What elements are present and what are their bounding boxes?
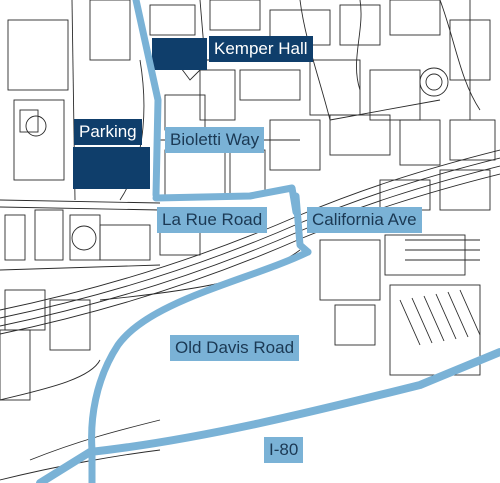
old-davis-road-label: Old Davis Road xyxy=(170,335,300,361)
parking-lot-fill xyxy=(73,147,150,189)
california-ave-label: California Ave xyxy=(307,207,422,233)
i80-route xyxy=(36,348,500,483)
bioletti-way-route xyxy=(132,0,162,199)
old-davis-road-route xyxy=(88,248,312,483)
highlighted-roads xyxy=(36,0,500,483)
la-rue-road-label: La Rue Road xyxy=(157,207,268,233)
i80-label: I-80 xyxy=(264,437,304,463)
bioletti-way-label: Bioletti Way xyxy=(165,127,265,153)
parking-label: Parking xyxy=(74,119,142,145)
kemper-hall-building xyxy=(152,38,207,70)
kemper-hall-label: Kemper Hall xyxy=(209,36,313,62)
